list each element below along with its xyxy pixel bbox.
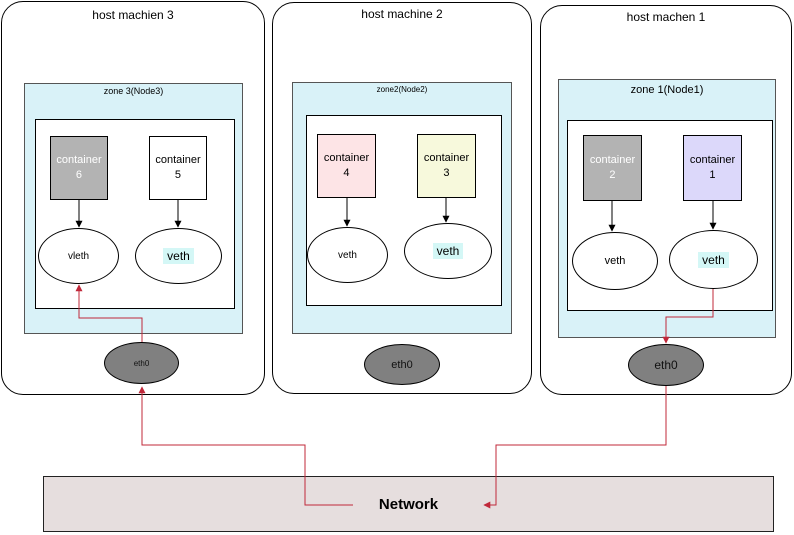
veth-ellipse: veth (669, 230, 758, 289)
veth-label: veth (698, 251, 729, 268)
veth-ellipse: veth (572, 232, 658, 290)
veth-ellipse: veth (404, 223, 492, 279)
container-6: container 6 (50, 136, 108, 200)
eth0-label: eth0 (391, 358, 413, 371)
host-title: host machen 1 (626, 10, 706, 24)
veth-label: vleth (67, 250, 90, 262)
zone-title: zone 3(Node3) (103, 86, 164, 96)
host-title: host machien 3 (92, 8, 174, 22)
link-veth-to-eth0-host1 (662, 289, 714, 344)
veth-ellipse: veth (135, 228, 222, 284)
veth-label: veth (604, 255, 626, 267)
container-3: container 3 (417, 134, 476, 198)
zone-title: zone2(Node2) (376, 85, 428, 94)
veth-label: veth (163, 248, 194, 264)
veth-ellipse: vleth (38, 228, 119, 284)
zone-title: zone 1(Node1) (630, 84, 704, 96)
container-5: container 5 (149, 136, 207, 200)
host-title: host machine 2 (361, 7, 443, 21)
eth0-label: eth0 (133, 358, 150, 368)
link-network-to-eth0-host3 (138, 386, 353, 506)
eth0-node: eth0 (364, 344, 440, 385)
veth-ellipse: veth (307, 227, 388, 283)
eth0-label: eth0 (654, 358, 678, 372)
link-eth0-host1-to-network (483, 386, 667, 509)
veth-label: veth (432, 243, 464, 259)
container-2: container 2 (583, 135, 642, 201)
container-1: container 1 (683, 135, 742, 201)
eth0-node: eth0 (104, 342, 179, 384)
network-box: Network (43, 476, 774, 532)
link-eth0-to-vleth-host3 (75, 284, 143, 342)
veth-label: veth (338, 249, 357, 261)
container-4: container 4 (317, 134, 376, 198)
eth0-node: eth0 (628, 344, 704, 386)
network-label: Network (378, 495, 439, 513)
